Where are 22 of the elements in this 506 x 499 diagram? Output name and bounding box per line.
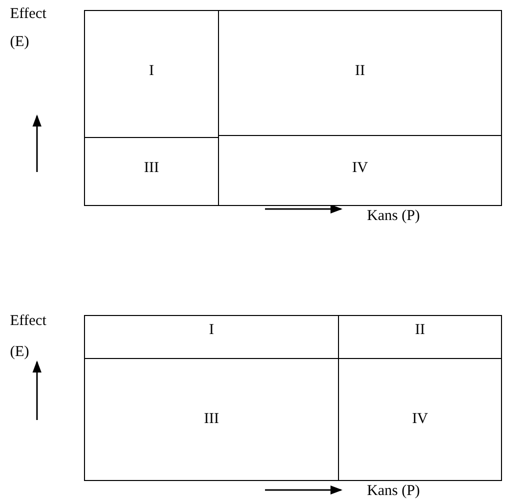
axis-title: Kans (P): [367, 483, 420, 499]
cell-label: III: [203, 411, 220, 428]
matrix-cell: [84, 10, 219, 138]
axis-title: Kans (P): [367, 208, 420, 225]
cell-label: II: [354, 63, 366, 80]
matrix-cell: [338, 315, 502, 359]
axis-title: Effect: [10, 6, 46, 23]
cell-label: IV: [351, 160, 369, 177]
cell-label: I: [148, 63, 155, 80]
matrix-cell: [218, 10, 502, 136]
matrix-cell: [218, 135, 502, 206]
cell-label: I: [208, 322, 215, 339]
cell-label: IV: [411, 411, 429, 428]
cell-label: II: [414, 322, 426, 339]
matrix-cell: [84, 315, 339, 359]
axis-title: Effect: [10, 313, 46, 330]
axis-unit: (E): [10, 34, 30, 51]
cell-label: III: [143, 160, 160, 177]
matrix-cell: [84, 137, 219, 206]
matrix-cell: [84, 358, 339, 481]
axis-unit: (E): [10, 344, 30, 361]
matrix-cell: [338, 358, 502, 481]
